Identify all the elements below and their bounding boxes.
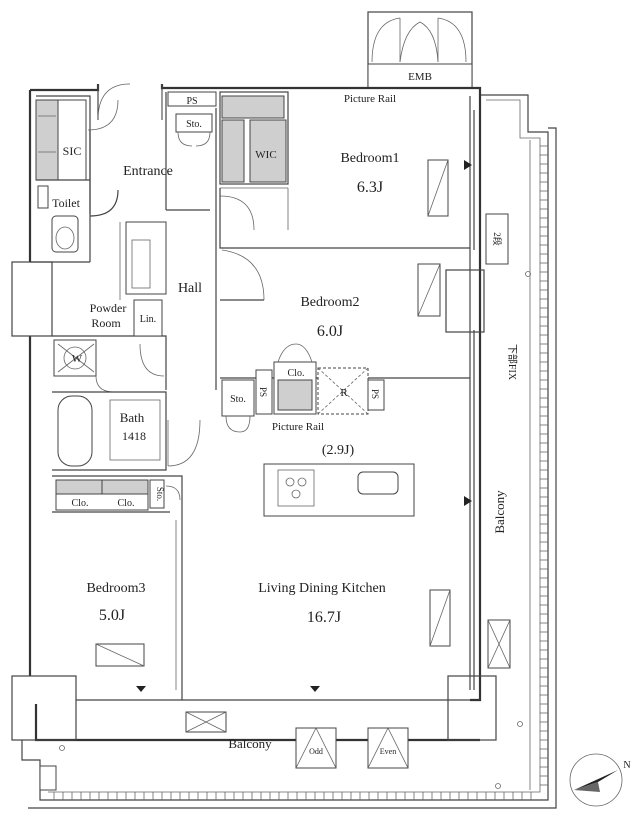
clo-b3-left-label: Clo. [72,498,89,509]
column-left-top [11,261,53,337]
balcony-bottom-label: Balcony [228,736,272,751]
bedroom3-closets [52,475,183,700]
bedroom3-name: Bedroom3 [86,581,145,596]
entrance-doors [87,83,163,217]
wic-area [219,91,289,231]
bottom-balcony-units [39,271,531,791]
sto-mid-label: Sto. [230,394,246,405]
clo-b3-right-label: Clo. [118,498,135,509]
bath-name: Bath [120,410,145,425]
odd-label: Odd [309,747,323,756]
bedroom2-size: 6.0J [317,323,343,340]
ps-sto-top [167,91,217,147]
lin-label: Lin. [140,314,156,325]
ps-top-label: PS [186,96,197,107]
powder-room-line2: Room [91,316,121,330]
bedroom1-area [219,159,509,265]
sto-top-label: Sto. [186,119,202,130]
storage-cluster-mid [221,343,385,433]
ldk-name: Living Dining Kitchen [258,581,386,596]
emb-label: EMB [408,71,432,83]
powder-area [52,299,167,393]
ps-mid-left-label: PS [258,387,268,397]
ldk-marks [76,496,511,701]
column-right-bottom [447,675,497,741]
emb-bay [367,11,473,89]
balcony-right-label: Balcony [492,490,507,534]
hall-label: Hall [178,281,202,296]
bedroom2-area [220,249,470,379]
bedroom1-name: Bedroom1 [340,151,399,166]
washer-label: W [72,353,83,365]
labels: EMB Picture Rail PS Sto. SIC Entrance WI… [52,71,631,771]
picture-rail-mid-label: Picture Rail [272,421,324,433]
hall-area [119,92,217,390]
ac-mark-label: 2段 [492,232,503,246]
picture-rail-top-label: Picture Rail [344,93,396,105]
bedroom3-size: 5.0J [99,607,125,624]
kitchen-size-label: (2.9J) [322,443,355,458]
powder-room-line1: Powder [90,301,127,315]
north-label: N [623,760,630,771]
column-right-mid [445,269,485,333]
ldk-size: 16.7J [307,609,341,626]
toilet-label: Toilet [52,196,80,210]
even-label: Even [380,747,396,756]
sic-area [35,99,90,181]
wic-label: WIC [255,149,276,161]
sto-b3-label: Sto. [155,487,165,501]
toilet-area [30,185,90,263]
clo-mid-label: Clo. [288,368,305,379]
balcony-railing [21,94,557,809]
column-left-bottom [11,675,77,741]
bath-size: 1418 [122,429,146,443]
fix-note-label: 下部FIX [506,344,519,381]
bath-area [52,391,201,471]
r-mark-label: R [340,387,348,399]
entrance-label: Entrance [123,164,173,179]
north-arrow [569,753,623,807]
bedroom1-size: 6.3J [357,179,383,196]
bedroom2-name: Bedroom2 [300,295,359,310]
ps-mid-right-label: PS [370,389,380,399]
sic-label: SIC [63,144,82,158]
kitchen-island [263,463,415,517]
